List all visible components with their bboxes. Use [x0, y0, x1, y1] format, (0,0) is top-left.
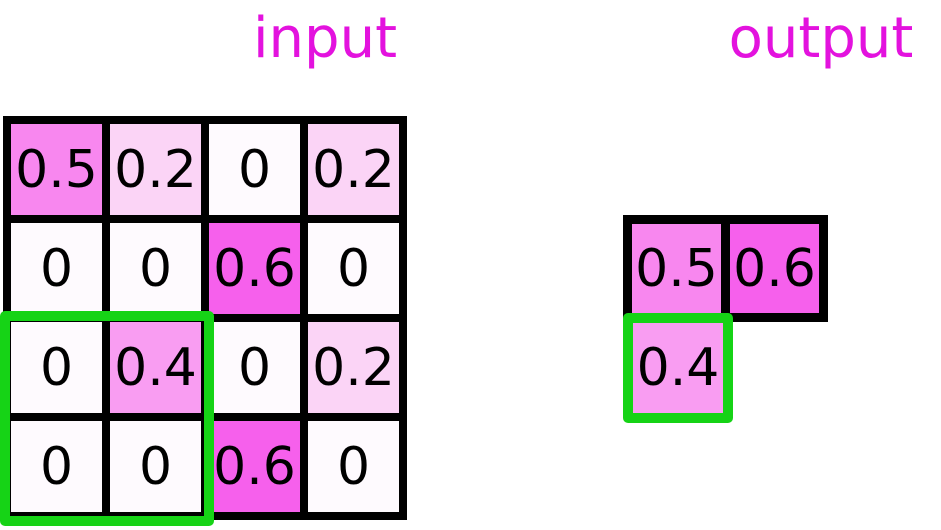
input-cell-r3c3: 0: [209, 322, 300, 413]
output-cell-r1c2: 0.6: [730, 224, 819, 313]
input-cell-r2c2: 0: [110, 223, 201, 314]
output-cell-r1c1: 0.5: [632, 224, 721, 313]
input-cell-r3c1: 0: [11, 322, 102, 413]
input-cell-r2c3: 0.6: [209, 223, 300, 314]
input-cell-r1c1: 0.5: [11, 124, 102, 215]
input-cell-r1c2: 0.2: [110, 124, 201, 215]
input-panel-title: input: [252, 6, 398, 71]
input-cell-r4c2: 0: [110, 421, 201, 512]
input-cell-r3c2: 0.4: [110, 322, 201, 413]
input-cell-r2c1: 0: [11, 223, 102, 314]
input-cell-r1c3: 0: [209, 124, 300, 215]
input-cell-r4c3: 0.6: [209, 421, 300, 512]
input-cell-r4c4: 0: [308, 421, 399, 512]
input-cell-r2c4: 0: [308, 223, 399, 314]
output-panel-title: output: [728, 6, 914, 71]
input-cell-r3c4: 0.2: [308, 322, 399, 413]
input-cell-r4c1: 0: [11, 421, 102, 512]
input-cell-r1c4: 0.2: [308, 124, 399, 215]
output-highlighted-cell: 0.4: [623, 313, 733, 423]
